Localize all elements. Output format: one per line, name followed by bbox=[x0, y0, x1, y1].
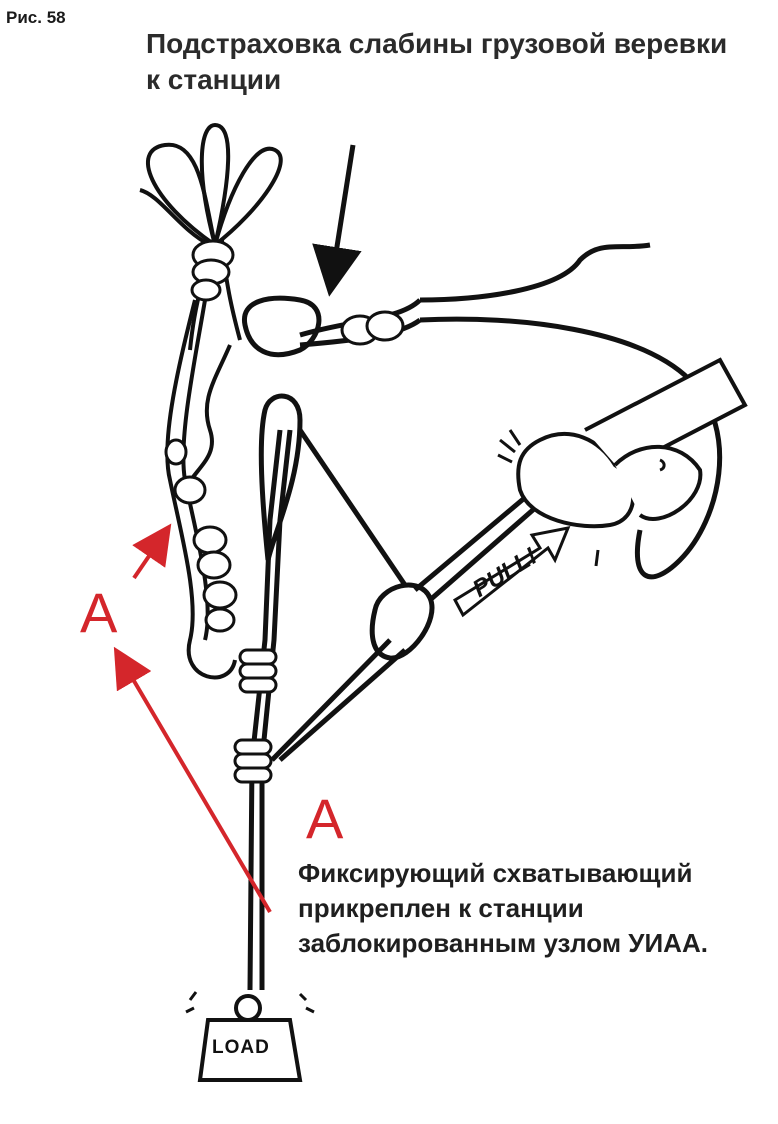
hand bbox=[516, 357, 748, 529]
load-weight bbox=[185, 991, 315, 1082]
friction-hitch bbox=[233, 648, 278, 784]
pull-arrow bbox=[453, 525, 571, 618]
pulley-carabiner bbox=[369, 582, 435, 661]
red-arrow-long bbox=[113, 646, 272, 914]
main-rope bbox=[247, 429, 293, 991]
red-arrow-left-short bbox=[132, 523, 172, 580]
anchor-loops bbox=[139, 122, 283, 351]
motion-marks bbox=[497, 429, 666, 567]
figure-title: Подстраховка слабины грузовой веревки к … bbox=[146, 28, 728, 95]
upper-knot bbox=[340, 310, 405, 346]
sling-knots bbox=[164, 438, 238, 633]
load-label: LOAD bbox=[212, 1037, 270, 1058]
upper-carabiner bbox=[242, 295, 322, 358]
figure-caption: Фиксирующий схватывающий прикреплен к ст… bbox=[298, 858, 708, 958]
haul-lines bbox=[270, 428, 552, 762]
pointer-arrow-black bbox=[312, 144, 362, 297]
label-a-left: A bbox=[80, 581, 118, 644]
figure-number: Рис. 58 bbox=[6, 8, 66, 27]
label-a-bottom: A bbox=[306, 787, 344, 850]
anchor-knot bbox=[190, 239, 235, 302]
